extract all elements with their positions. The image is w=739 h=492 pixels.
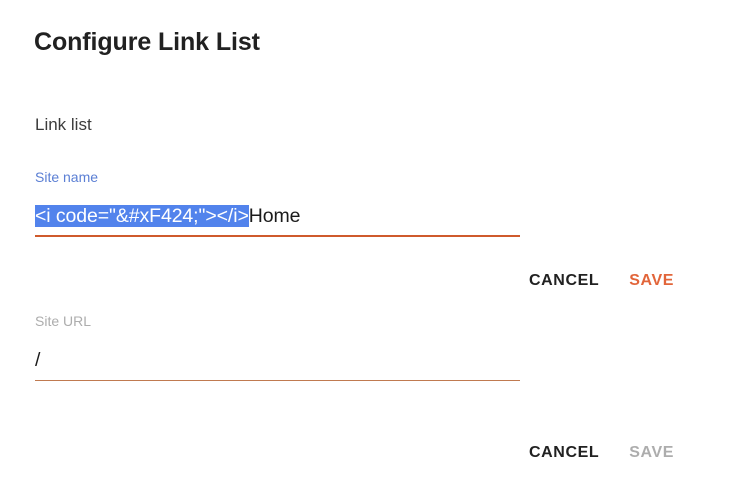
site-name-selected-text[interactable]: <i code="&#xF424;"></i> [35,205,249,227]
section-heading-link-list: Link list [35,115,92,134]
site-name-label: Site name [35,169,99,185]
site-url-value[interactable]: / [35,349,41,371]
site-name-value[interactable]: <i code="&#xF424;"></i>Home [35,201,300,231]
cancel-button-site-name[interactable]: CANCEL [529,269,599,293]
site-name-underline [35,235,520,237]
site-url-underline [35,379,520,381]
site-name-remaining-text[interactable]: Home [248,205,301,227]
save-button-site-url: SAVE [629,441,674,465]
save-button-site-name[interactable]: SAVE [629,269,674,293]
field-site-url: Site URL / [35,311,520,381]
site-name-actions: CANCEL SAVE [529,269,674,293]
site-url-actions: CANCEL SAVE [529,441,674,465]
cancel-button-site-url[interactable]: CANCEL [529,441,599,465]
site-url-label: Site URL [35,313,92,329]
field-site-name: Site name <i code="&#xF424;"></i>Home [35,167,520,237]
site-name-input[interactable]: <i code="&#xF424;"></i>Home [35,201,520,237]
site-url-input[interactable]: / [35,345,520,381]
page-title: Configure Link List [34,28,260,56]
